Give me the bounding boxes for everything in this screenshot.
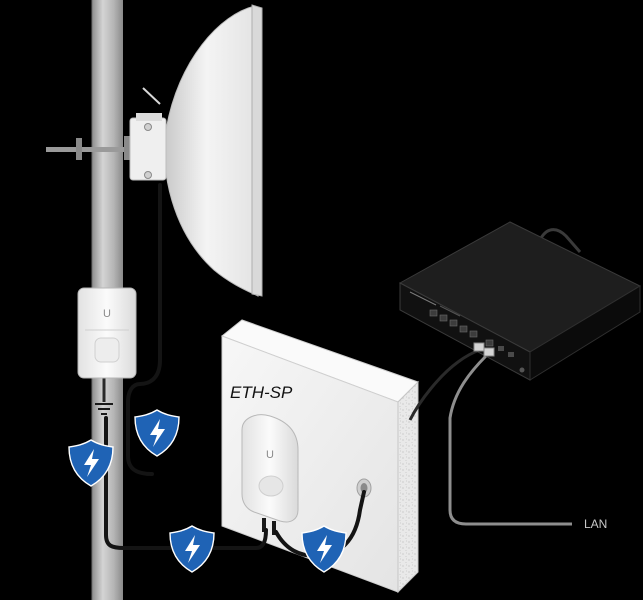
switch-plugs	[473, 342, 495, 357]
lightning-shield-icon	[134, 409, 180, 457]
antenna-cable	[126, 183, 162, 476]
lan-cable	[448, 354, 572, 526]
pole-surge-protector: U	[77, 287, 137, 379]
svg-text:U: U	[103, 308, 111, 320]
lan-label: LAN	[584, 517, 607, 531]
svg-text:U: U	[266, 449, 274, 461]
wall-surge-protector: U	[241, 414, 299, 535]
wall-cable-entry	[356, 478, 372, 498]
mounting-bolt	[46, 136, 136, 160]
eth-sp-label: ETH-SP	[230, 383, 293, 402]
lightning-shield-icon	[169, 525, 215, 573]
switch-cable	[408, 348, 481, 421]
switch-power-cable	[538, 228, 582, 253]
dish-antenna	[129, 4, 263, 297]
network-switch	[398, 221, 642, 381]
ground-symbol-icon	[95, 403, 113, 415]
switch-ports	[429, 309, 494, 347]
outdoor-cable	[104, 416, 268, 550]
